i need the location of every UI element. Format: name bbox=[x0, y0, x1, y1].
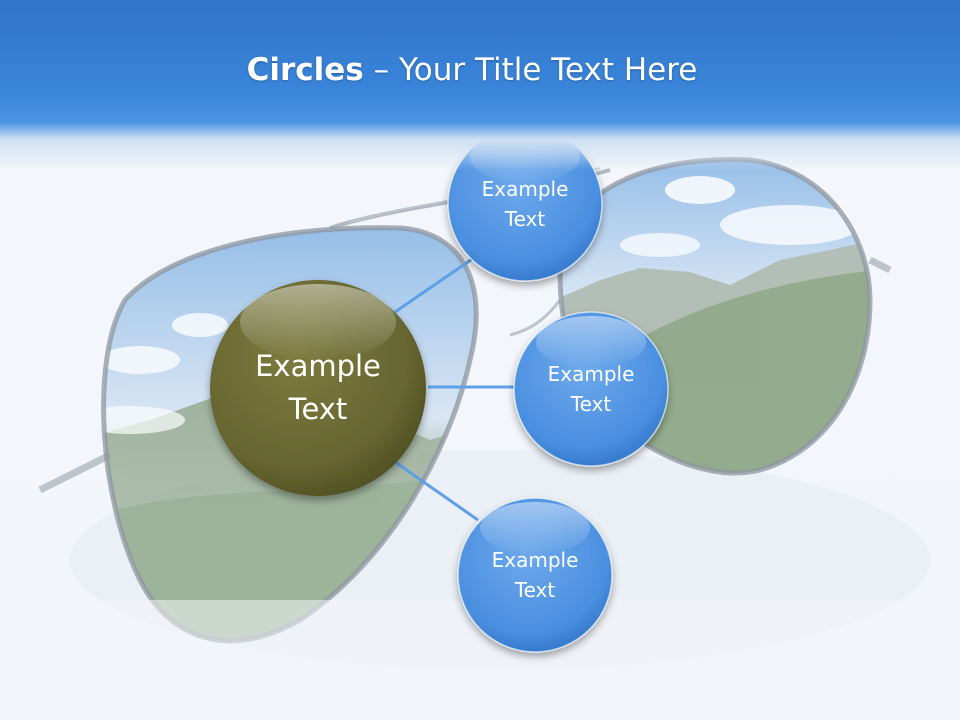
slide-title[interactable]: Circles – Your Title Text Here bbox=[0, 52, 944, 88]
node-label-1: Example Text bbox=[481, 177, 569, 231]
title-rest: – Your Title Text Here bbox=[363, 52, 698, 88]
center-label: Example Text bbox=[255, 348, 381, 427]
node-circle-3[interactable] bbox=[457, 497, 613, 653]
node-label-3: Example Text bbox=[491, 548, 579, 602]
node-circle-2[interactable] bbox=[513, 311, 669, 467]
connector-line bbox=[394, 460, 479, 522]
node-label-2: Example Text bbox=[547, 362, 635, 416]
connector-line bbox=[394, 253, 479, 314]
center-circle[interactable] bbox=[210, 280, 426, 496]
title-banner bbox=[0, 0, 960, 170]
title-bold: Circles bbox=[246, 52, 364, 88]
